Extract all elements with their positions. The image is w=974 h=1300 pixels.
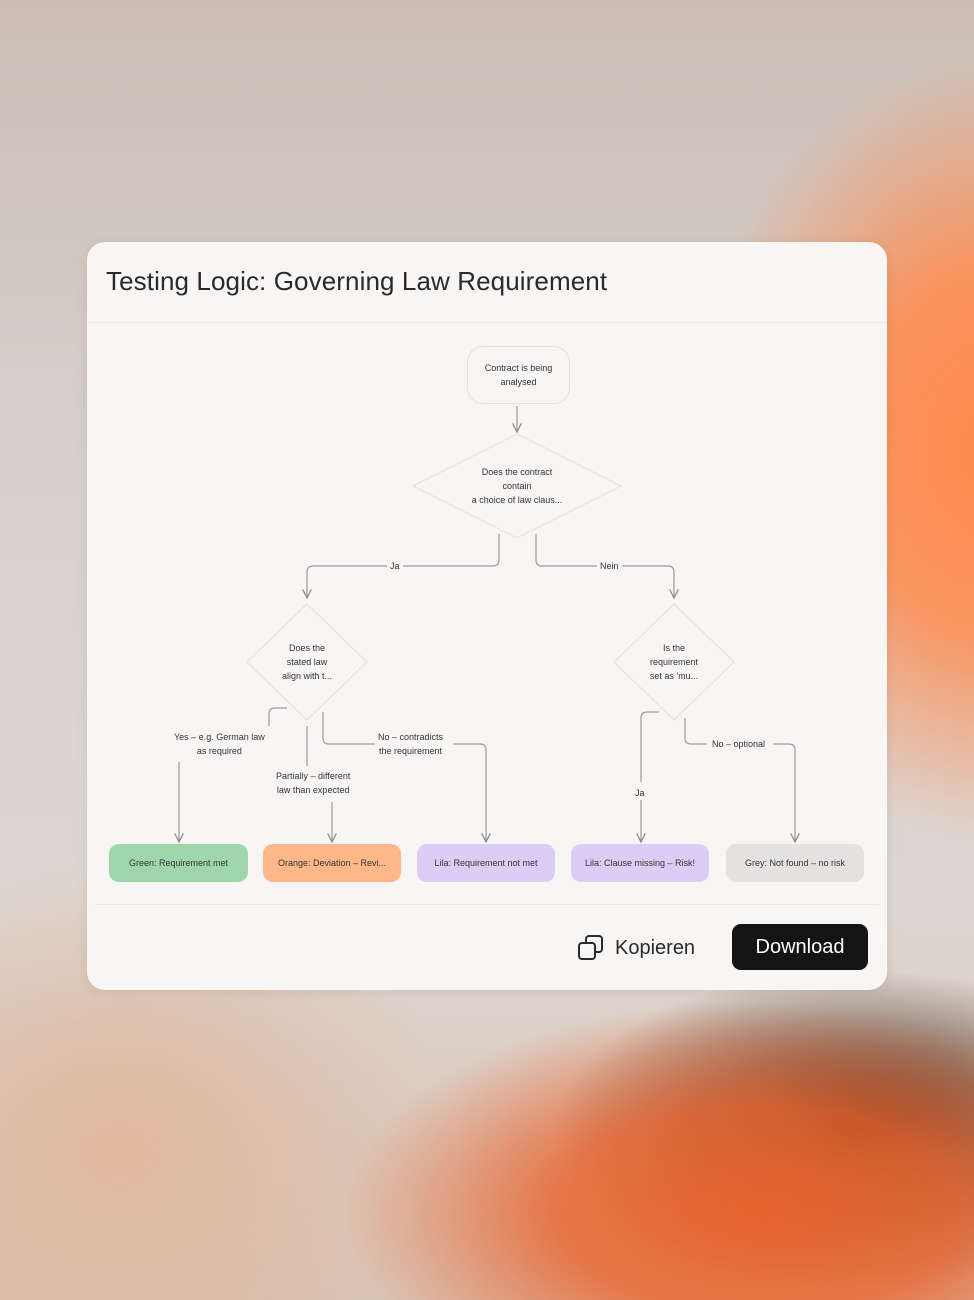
download-button[interactable]: Download	[732, 924, 868, 970]
result-orange-label: Orange: Deviation – Revi...	[277, 858, 387, 868]
diagram-card: Testing Logic: Governing Law Requirement	[87, 242, 887, 990]
edge-label-ja-top: Ja	[387, 559, 403, 573]
decision-diamond-law	[246, 603, 368, 721]
result-grey: Grey: Not found – no risk	[726, 844, 864, 882]
result-lila-not-met: Lila: Requirement not met	[417, 844, 555, 882]
copy-icon	[577, 934, 605, 962]
edge-label-ja-right: Ja	[632, 786, 648, 800]
result-grey-label: Grey: Not found – no risk	[744, 858, 846, 868]
result-lila-missing: Lila: Clause missing – Risk!	[571, 844, 709, 882]
edge-label-nein: Nein	[597, 559, 622, 573]
footer-divider	[95, 904, 879, 905]
decision-requirement-label: Is the requirement set as 'mu...	[649, 643, 699, 681]
flowchart-connectors	[87, 406, 887, 902]
result-green: Green: Requirement met	[109, 844, 248, 882]
copy-button-label: Kopieren	[615, 936, 696, 959]
decision-diamond-requirement	[613, 603, 735, 721]
result-lila-not-met-label: Lila: Requirement not met	[434, 858, 538, 868]
result-lila-missing-label: Lila: Clause missing – Risk!	[584, 858, 696, 868]
decision-diamond-contract	[411, 433, 623, 539]
start-node: Contract is being analysed	[467, 346, 570, 404]
card-title: Testing Logic: Governing Law Requirement	[106, 266, 608, 296]
edge-label-no-contradicts: No – contradicts the requirement	[375, 730, 447, 758]
header-divider	[87, 322, 887, 323]
edge-label-partially: Partially – different law than expected	[273, 769, 354, 797]
edge-label-no-optional: No – optional	[709, 737, 769, 751]
decision-contract-label: Does the contract contain a choice of la…	[471, 467, 563, 505]
result-orange: Orange: Deviation – Revi...	[263, 844, 401, 882]
result-green-label: Green: Requirement met	[128, 858, 229, 868]
start-node-label: Contract is being analysed	[484, 363, 553, 387]
copy-button[interactable]: Kopieren	[577, 932, 695, 964]
decision-law-label: Does the stated law align with t...	[281, 643, 333, 681]
edge-label-yes-german-law: Yes – e.g. German law as required	[171, 730, 268, 758]
flowchart: Contract is being analysed Does the cont…	[87, 242, 887, 902]
